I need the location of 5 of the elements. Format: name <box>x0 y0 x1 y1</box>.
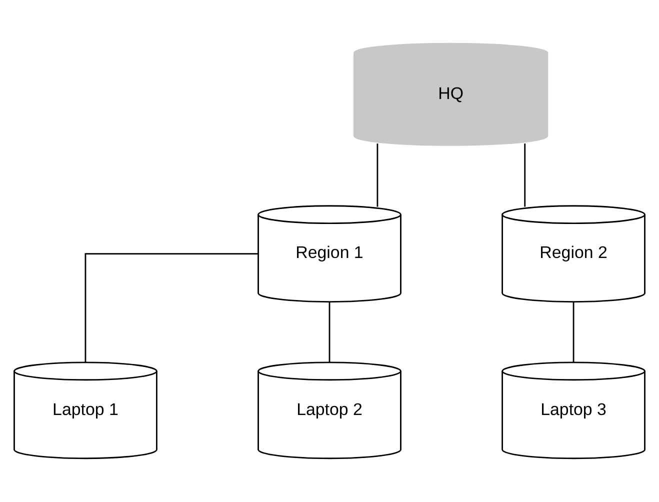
connector <box>84 253 258 362</box>
connector <box>524 144 526 207</box>
connector <box>572 302 574 362</box>
connector <box>376 144 378 207</box>
connector <box>328 302 330 362</box>
